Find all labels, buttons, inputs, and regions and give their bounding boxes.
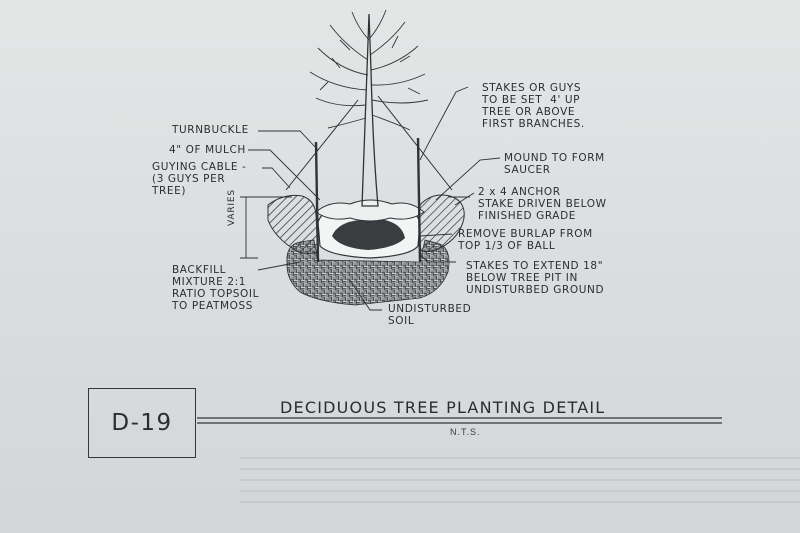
callout-undisturbed-soil: UNDISTURBED SOIL [388,303,472,327]
tree-branches [309,9,429,131]
guy-wires [285,95,453,191]
callout-backfill: BACKFILL MIXTURE 2:1 RATIO TOPSOIL TO PE… [172,264,260,312]
dimension-label: VARIES [227,189,237,226]
callout-stakes-or-guys: STAKES OR GUYS TO BE SET 4' UP TREE OR A… [482,82,585,130]
detail-tag: D-19 [88,388,196,458]
backfill-left [267,194,319,254]
leader-lines [248,86,501,311]
callout-mound: MOUND TO FORM SAUCER [504,152,605,176]
callout-guying-cable: GUYING CABLE - (3 GUYS PER TREE) [152,161,247,197]
callout-stakes-extend: STAKES TO EXTEND 18" BELOW TREE PIT IN U… [466,260,605,296]
callout-mulch: 4" OF MULCH [169,144,246,156]
scale-note: N.T.S. [450,427,481,437]
detail-title: DECIDUOUS TREE PLANTING DETAIL [280,398,606,417]
dimension-varies [240,196,258,259]
faint-background-text [240,452,800,512]
callout-anchor-stake: 2 x 4 ANCHOR STAKE DRIVEN BELOW FINISHED… [478,186,607,222]
callout-turnbuckle: TURNBUCKLE [172,124,249,136]
callout-remove-burlap: REMOVE BURLAP FROM TOP 1/3 OF BALL [458,228,593,252]
root-ball-core [332,220,405,250]
detail-id: D-19 [111,410,173,436]
title-rule [197,417,722,424]
mulch-saucer [315,199,425,222]
stakes [314,137,422,263]
tree-trunk [361,13,379,207]
